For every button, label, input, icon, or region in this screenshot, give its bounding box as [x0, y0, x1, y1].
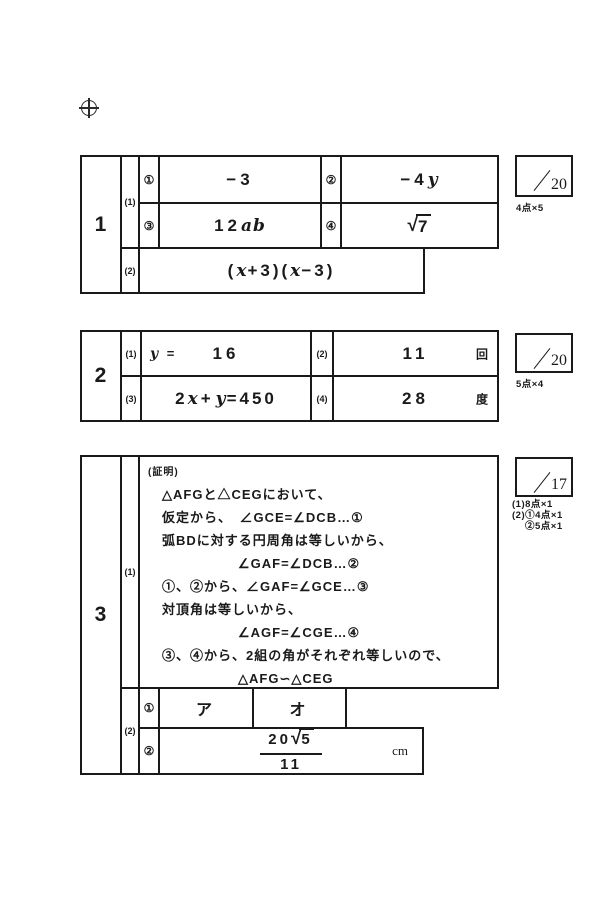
- answer-3-variable: ab: [241, 215, 266, 236]
- registration-mark-icon: [79, 98, 99, 118]
- section2-answer-4: 28 度: [332, 375, 499, 422]
- answer-5-variable: x: [290, 260, 302, 281]
- section2-q4-label: (4): [310, 375, 334, 422]
- section3-answer-a: ア: [158, 687, 254, 729]
- score-caption-line: ②5点×1: [525, 520, 563, 532]
- section3-score-caption: (1)8点×1 (2)①4点×1 ②5点×1: [512, 499, 563, 532]
- fraction-denominator: 11: [280, 755, 302, 773]
- proof-line: (証明): [148, 467, 179, 478]
- answer-2-value: 11: [402, 343, 429, 363]
- radical-sign: √: [290, 728, 302, 750]
- section3-sub1-number: ①: [138, 687, 160, 729]
- section2-score-box: 20: [515, 333, 573, 373]
- fraction-coef: 20: [268, 731, 291, 749]
- proof-line: ③、④から、2組の角がそれぞれ等しいので、: [162, 648, 450, 663]
- answer-1-value: 16: [212, 343, 240, 363]
- answer-3-coef: 12: [214, 215, 241, 235]
- fraction-numerator: 20√5: [260, 728, 322, 755]
- section1-answer-1: −3: [158, 155, 322, 204]
- score-slash: [533, 347, 551, 370]
- section1-item2-number: ②: [320, 155, 342, 204]
- section1-item1-number: ①: [138, 155, 160, 204]
- answer-unit-cm: cm: [392, 743, 408, 758]
- section2-score-caption: 5点×4: [516, 379, 544, 390]
- section3-row1-label: (1): [120, 455, 140, 689]
- answer-3-operator: +: [200, 388, 214, 408]
- proof-line: △AFG∽△CEG: [238, 671, 334, 686]
- section1-item3-number: ③: [138, 202, 160, 249]
- proof-line: ①、②から、∠GAF=∠GCE…③: [162, 579, 370, 594]
- section3-answer-fraction: 20√5 11 cm: [158, 727, 424, 775]
- answer-2-variable: y: [427, 169, 439, 190]
- answer-4-radicand: 7: [415, 214, 432, 237]
- answer-5-variable: x: [236, 260, 248, 281]
- answer-4-value: 28: [402, 388, 429, 408]
- proof-line: ∠AGF=∠CGE…④: [238, 625, 361, 640]
- fraction-radicand: 5: [299, 728, 314, 749]
- section1-answer-4: √7: [340, 202, 499, 249]
- score-slash: [533, 169, 551, 192]
- section2-answer-1: y = 16: [140, 330, 312, 377]
- section1-score-caption: 4点×5: [516, 203, 544, 214]
- fraction: 20√5 11: [260, 728, 322, 774]
- section1-row2-label: (2): [120, 247, 140, 294]
- answer-1-prefix: y =: [150, 346, 178, 362]
- section3-row2-label: (2): [120, 687, 140, 775]
- prefix-equals: =: [166, 345, 179, 361]
- section1-item4-number: ④: [320, 202, 342, 249]
- answer-3-rest: =450: [226, 388, 277, 408]
- answer-3-variable-y: y: [215, 388, 227, 409]
- section2-number: 2: [80, 330, 122, 422]
- section1-score-max: 20: [551, 176, 567, 193]
- radical-sign: √: [407, 214, 418, 236]
- proof-line: △AFGと△CEGにおいて、: [162, 487, 332, 502]
- score-caption-line: (2)①4点×1: [512, 509, 563, 521]
- answer-4-unit: 度: [475, 392, 488, 406]
- section1-number: 1: [80, 155, 122, 294]
- section1-answer-5: (x+3)(x−3): [138, 247, 425, 294]
- section2-q1-label: (1): [120, 330, 142, 377]
- prefix-variable: y: [150, 345, 160, 362]
- answer-5-part: +3)(: [247, 260, 291, 280]
- section2-answer-2: 11 回: [332, 330, 499, 377]
- section2-score-max: 20: [551, 352, 567, 369]
- section3-proof-cell: (証明) △AFGと△CEGにおいて、 仮定から、 ∠GCE=∠DCB…① 弧B…: [138, 455, 499, 689]
- section1-score-box: 20: [515, 155, 573, 197]
- section3-score-max: 17: [551, 476, 567, 493]
- section2-q2-label: (2): [310, 330, 334, 377]
- proof-line: 弧BDに対する円周角は等しいから、: [162, 533, 393, 548]
- section3-score-box: 17: [515, 457, 573, 497]
- section1-row1-label: (1): [120, 155, 140, 249]
- answer-5-part: (: [227, 260, 237, 280]
- answer-2-coef: −4: [400, 169, 428, 189]
- answer-3-variable-x: x: [187, 388, 199, 409]
- section3-answer-b: オ: [252, 687, 347, 729]
- section2-q3-label: (3): [120, 375, 142, 422]
- score-caption-line: (1)8点×1: [512, 499, 553, 510]
- proof-line: ∠GAF=∠DCB…②: [238, 556, 361, 571]
- section3-sub2-number: ②: [138, 727, 160, 775]
- score-slash: [533, 471, 551, 494]
- answer-5-part: −3): [301, 260, 336, 280]
- answer-2-unit: 回: [475, 347, 488, 361]
- section3-number: 3: [80, 455, 122, 775]
- proof-line: 対頂角は等しいから、: [162, 602, 303, 617]
- proof-line: 仮定から、 ∠GCE=∠DCB…①: [162, 510, 364, 525]
- answer-3-coef: 2: [175, 388, 188, 408]
